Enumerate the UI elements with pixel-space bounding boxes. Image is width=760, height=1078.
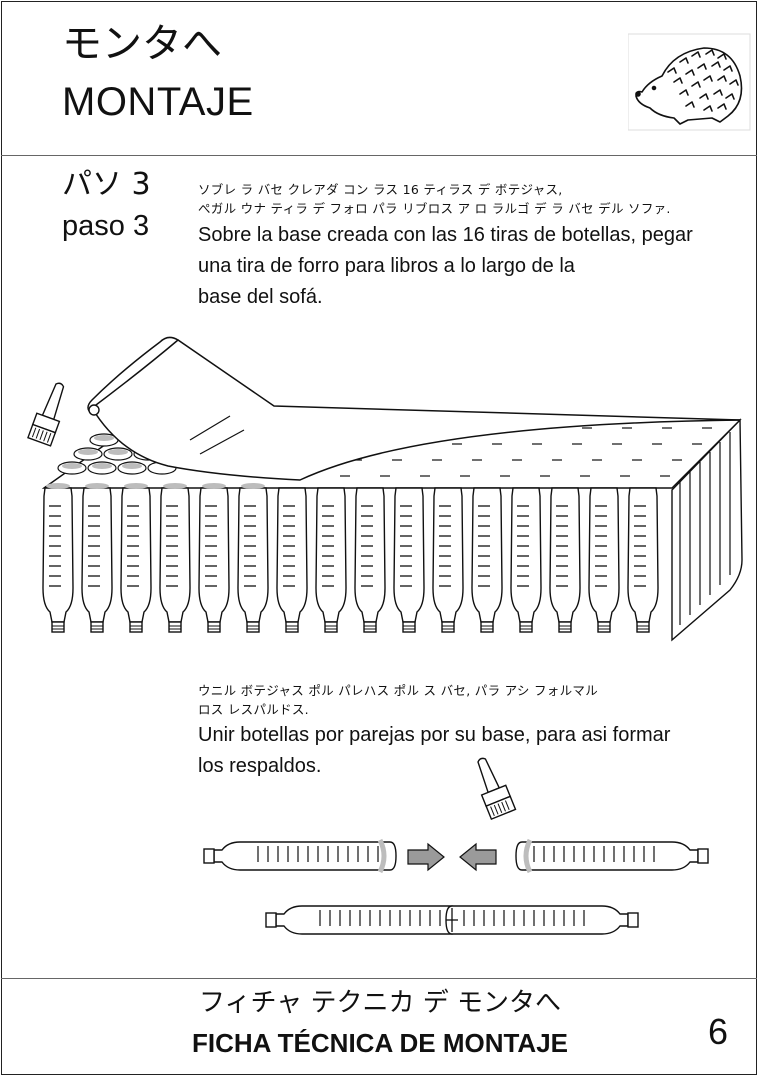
footer-divider [1,978,757,979]
section1-kana-line1: ソブレ ラ バセ クレアダ コン ラス 16 ティラス デ ボテジャス, [198,182,563,197]
section2-kana-line1: ウニル ボテジャス ポル パレハス ポル ス バセ, パラ アシ フォルマル [198,683,599,698]
step-label-es: paso 3 [62,210,150,242]
section2-text-line2: los respaldos. [198,755,322,777]
grey-arrow-icon [407,842,497,872]
section1-text-line1: Sobre la base creada con las 16 tiras de… [198,224,693,246]
section1-kana-line2: ぺガル ウナ ティラ デ フォロ パラ リブロス ア ロ ラルゴ デ ラ バセ … [198,201,671,216]
hedgehog-icon [628,33,751,131]
header-divider [1,155,757,156]
footer-title-es: FICHA TÉCNICA DE MONTAJE [191,1028,569,1058]
glue-brush-icon [27,382,65,447]
page-number: 6 [708,1011,729,1052]
header-title-es: MONTAJE [62,80,254,124]
footer-title-jp: フィチャ テクニカ デ モンタへ [198,988,561,1018]
join-bottles-illustration [203,757,709,935]
section1-text-line3: base del sofá. [198,286,323,308]
step-label-jp: パソ 3 [62,167,151,202]
section1-text-line2: una tira de forro para libros a lo largo… [198,255,575,277]
section2-kana-line2: ロス レスパルドス. [198,702,309,717]
header-title-jp: モンタへ [62,21,222,67]
section2-text-line1: Unir botellas por parejas por su base, p… [198,724,671,746]
